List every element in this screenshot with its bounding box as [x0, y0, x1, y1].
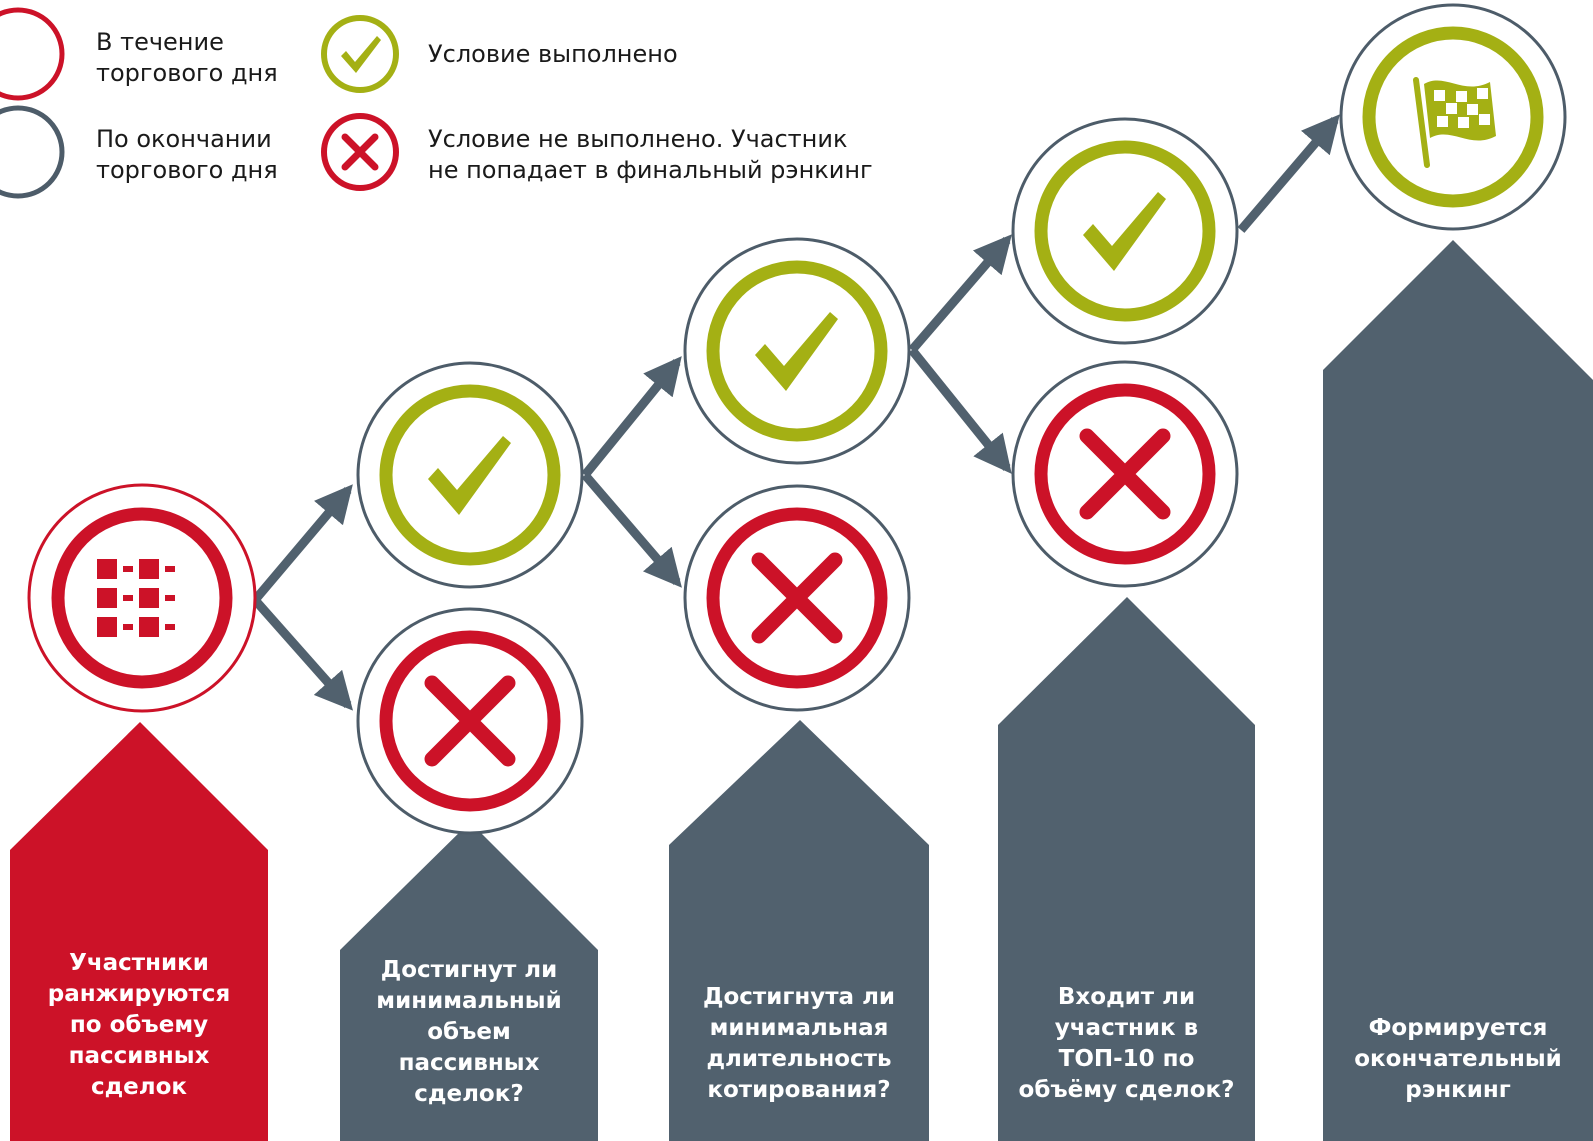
flow-arrow	[1237, 114, 1340, 233]
flow-arrow	[908, 234, 1012, 353]
checkmark-icon	[755, 312, 838, 391]
checkmark-icon	[341, 36, 381, 73]
red-circle-icon	[0, 7, 65, 101]
start-node	[27, 483, 257, 713]
legend-label-during-day: В течение торгового дня	[96, 28, 278, 87]
step-arrow-2	[340, 822, 598, 1141]
step-4-text: Входит ли участник в ТОП-10 по объёму сд…	[1018, 984, 1235, 1103]
cross-icon	[424, 675, 516, 767]
step-5-text: Формируется окончательный рэнкинг	[1354, 1015, 1562, 1103]
step-3-text: Достигнута ли минимальная длительность к…	[702, 984, 896, 1103]
legend-label-end-of-day: По окончании торгового дня	[96, 125, 278, 184]
flow-arrow	[908, 347, 1012, 474]
cross-node	[683, 484, 911, 712]
cross-node	[356, 607, 584, 835]
step-arrow-3	[669, 720, 929, 1141]
flow-arrow	[251, 597, 354, 711]
cross-node	[1011, 360, 1239, 588]
step-arrow-4	[998, 597, 1255, 1141]
flow-arrow	[581, 472, 682, 588]
legend-checkmark	[321, 15, 399, 93]
flow-arrow	[581, 356, 682, 478]
slate-circle-icon	[0, 105, 65, 199]
cross-icon	[341, 133, 379, 171]
check-node	[1011, 117, 1239, 345]
final-node	[1339, 3, 1567, 231]
flow-arrow	[251, 484, 353, 603]
check-node	[356, 361, 584, 589]
checkmark-icon	[428, 436, 511, 515]
step-arrow-5	[1323, 240, 1593, 1141]
legend-label-condition-not-met: Условие не выполнено. Участник не попада…	[428, 125, 873, 184]
ranking-grid-icon	[97, 559, 175, 637]
checkered-flag-icon	[1413, 77, 1496, 168]
legend-label-condition-met: Условие выполнено	[428, 40, 678, 68]
check-node	[683, 237, 911, 465]
cross-icon	[1079, 428, 1171, 520]
cross-icon	[751, 552, 843, 644]
step-1-text: Участники ранжируются по объему пассивны…	[47, 950, 231, 1100]
step-arrow-1	[10, 722, 268, 1141]
step-2-text: Достигнут ли минимальный объем пассивных…	[376, 957, 562, 1107]
legend-cross	[321, 113, 399, 191]
checkmark-icon	[1083, 192, 1166, 271]
